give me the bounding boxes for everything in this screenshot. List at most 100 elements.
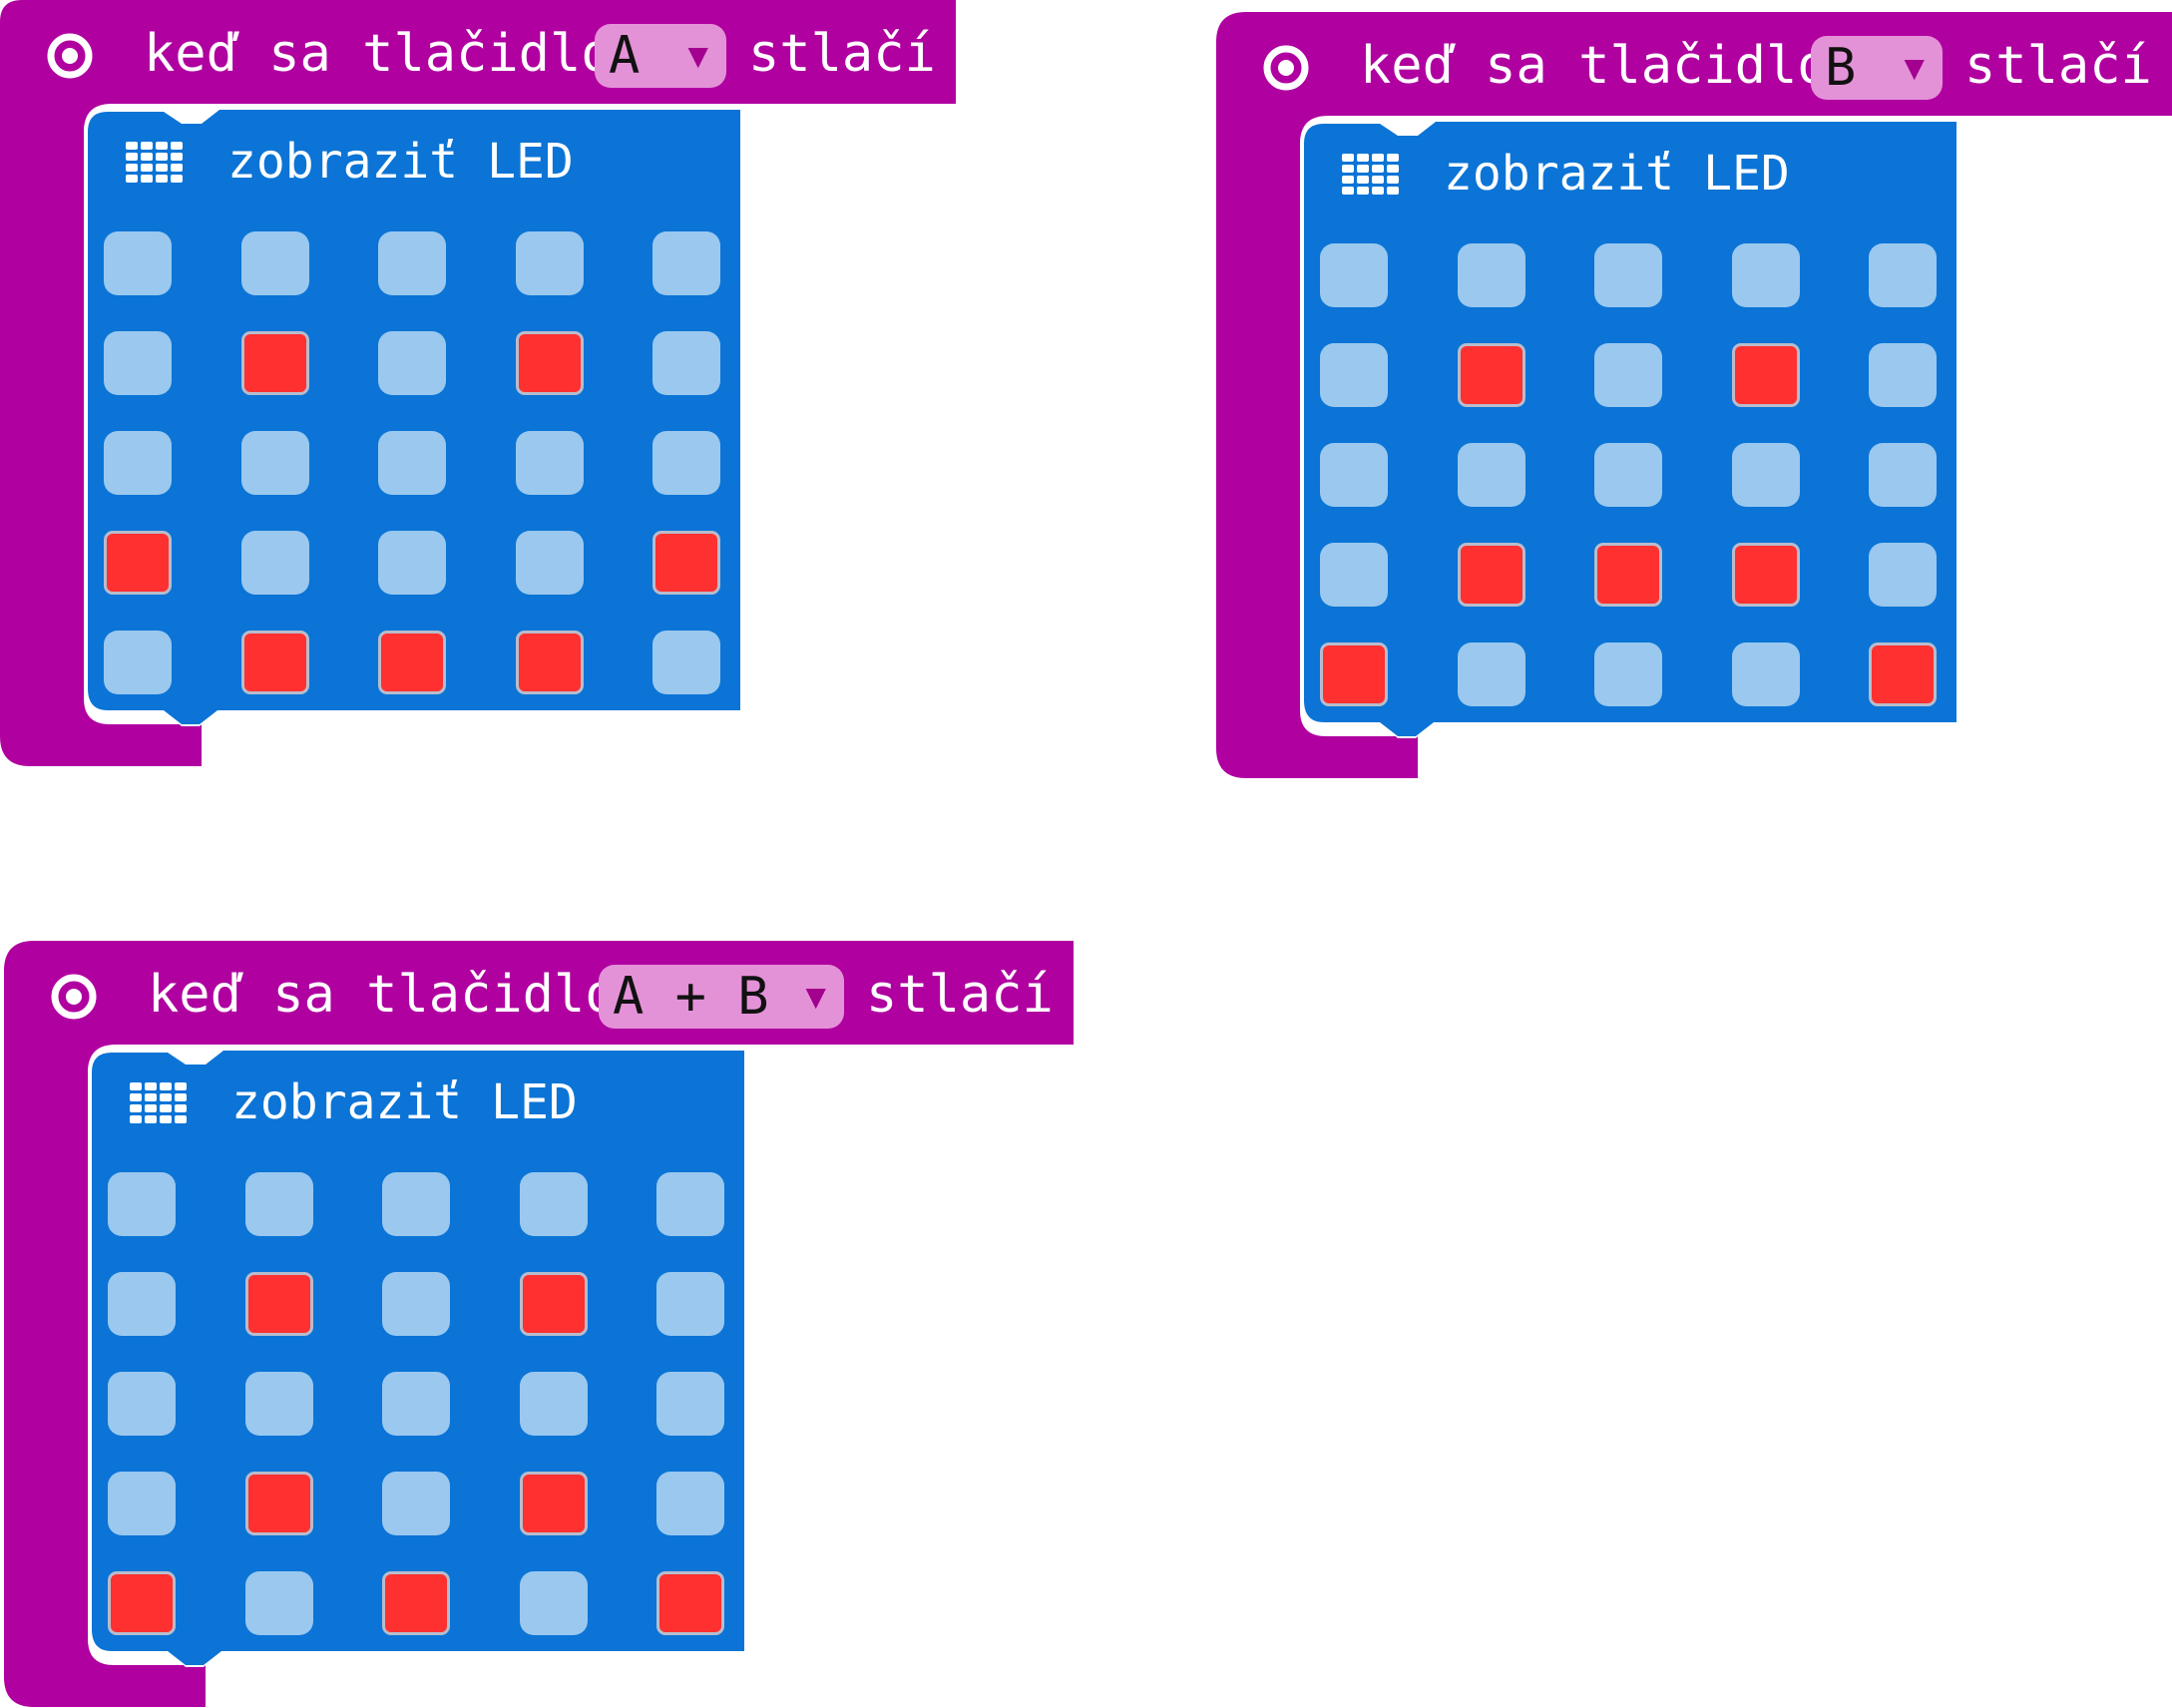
hat-label-suffix: stlačí — [748, 24, 936, 84]
led-cell[interactable] — [1594, 642, 1662, 706]
led-cell[interactable] — [104, 331, 172, 395]
led-cell[interactable] — [244, 1272, 313, 1336]
led-cell[interactable] — [652, 331, 720, 395]
led-cell[interactable] — [378, 231, 446, 295]
led-cell[interactable] — [240, 631, 309, 694]
led-cell[interactable] — [1594, 443, 1662, 507]
led-cell[interactable] — [1320, 443, 1388, 507]
led-cell[interactable] — [519, 1272, 588, 1336]
led-cell[interactable] — [1869, 642, 1937, 706]
led-cell[interactable] — [108, 1372, 176, 1436]
led-cell[interactable] — [656, 1172, 724, 1236]
led-cell[interactable] — [1457, 543, 1525, 607]
led-cell[interactable] — [519, 1172, 588, 1236]
led-cell[interactable] — [1457, 343, 1525, 407]
led-cell[interactable] — [1320, 343, 1388, 407]
led-cell[interactable] — [104, 631, 172, 694]
dropdown-arrow-icon: ▼ — [1904, 48, 1925, 88]
hat-label-prefix: keď sa tlačidlo — [144, 24, 613, 84]
led-cell[interactable] — [1869, 543, 1937, 607]
led-cell[interactable] — [1457, 243, 1525, 307]
led-cell[interactable] — [382, 1372, 450, 1436]
led-cell[interactable] — [382, 1472, 450, 1535]
led-cell[interactable] — [240, 331, 309, 395]
led-cell[interactable] — [652, 231, 720, 295]
led-cell[interactable] — [244, 1472, 313, 1535]
led-cell[interactable] — [515, 531, 584, 595]
show-leds-label: zobraziť LED — [231, 1074, 578, 1130]
button-dropdown[interactable]: A▼ — [595, 24, 726, 88]
dropdown-arrow-icon: ▼ — [687, 36, 708, 76]
led-cell[interactable] — [1869, 343, 1937, 407]
hat-label-suffix: stlačí — [866, 965, 1054, 1025]
show-leds-label: zobraziť LED — [227, 134, 574, 190]
led-cell[interactable] — [1594, 343, 1662, 407]
led-cell[interactable] — [244, 1372, 313, 1436]
led-cell[interactable] — [515, 631, 584, 694]
led-cell[interactable] — [1731, 243, 1800, 307]
led-cell[interactable] — [1594, 543, 1662, 607]
show-leds-label: zobraziť LED — [1444, 146, 1790, 202]
hat-label-prefix: keď sa tlačidlo — [1360, 36, 1829, 96]
led-cell[interactable] — [108, 1571, 176, 1635]
led-cell[interactable] — [1731, 543, 1800, 607]
led-cell[interactable] — [652, 531, 720, 595]
hat-label-suffix: stlačí — [1964, 36, 2152, 96]
led-cell[interactable] — [382, 1272, 450, 1336]
led-cell[interactable] — [652, 631, 720, 694]
led-cell[interactable] — [1869, 443, 1937, 507]
led-cell[interactable] — [515, 231, 584, 295]
led-cell[interactable] — [244, 1172, 313, 1236]
led-cell[interactable] — [519, 1372, 588, 1436]
led-cell[interactable] — [104, 231, 172, 295]
led-cell[interactable] — [1731, 443, 1800, 507]
led-grid-icon — [126, 142, 184, 186]
led-cell[interactable] — [1320, 642, 1388, 706]
hat-label-prefix: keď sa tlačidlo — [148, 965, 617, 1025]
led-cell[interactable] — [104, 531, 172, 595]
led-cell[interactable] — [656, 1272, 724, 1336]
led-cell[interactable] — [656, 1571, 724, 1635]
dropdown-arrow-icon: ▼ — [805, 977, 826, 1017]
led-cell[interactable] — [519, 1472, 588, 1535]
led-cell[interactable] — [108, 1172, 176, 1236]
button-dropdown[interactable]: A + B ▼ — [599, 965, 844, 1029]
led-cell[interactable] — [244, 1571, 313, 1635]
led-cell[interactable] — [515, 431, 584, 495]
event-target-icon — [46, 32, 94, 80]
button-dropdown-value: B — [1825, 38, 1857, 98]
led-cell[interactable] — [515, 331, 584, 395]
led-grid-icon — [130, 1082, 188, 1126]
led-cell[interactable] — [1731, 642, 1800, 706]
led-cell[interactable] — [382, 1172, 450, 1236]
led-cell[interactable] — [1594, 243, 1662, 307]
led-cell[interactable] — [1457, 642, 1525, 706]
led-cell[interactable] — [382, 1571, 450, 1635]
led-cell[interactable] — [656, 1372, 724, 1436]
led-cell[interactable] — [1731, 343, 1800, 407]
led-cell[interactable] — [104, 431, 172, 495]
led-cell[interactable] — [656, 1472, 724, 1535]
led-cell[interactable] — [240, 231, 309, 295]
led-cell[interactable] — [108, 1472, 176, 1535]
led-cell[interactable] — [1320, 243, 1388, 307]
led-cell[interactable] — [378, 331, 446, 395]
led-cell[interactable] — [240, 531, 309, 595]
button-dropdown[interactable]: B▼ — [1811, 36, 1943, 100]
led-cell[interactable] — [1320, 543, 1388, 607]
led-cell[interactable] — [1457, 443, 1525, 507]
led-cell[interactable] — [652, 431, 720, 495]
led-cell[interactable] — [378, 631, 446, 694]
button-dropdown-value: A + B — [613, 967, 769, 1027]
led-cell[interactable] — [1869, 243, 1937, 307]
led-cell[interactable] — [378, 431, 446, 495]
led-cell[interactable] — [519, 1571, 588, 1635]
button-dropdown-value: A — [609, 26, 641, 86]
event-target-icon — [50, 973, 98, 1021]
led-cell[interactable] — [240, 431, 309, 495]
event-target-icon — [1262, 44, 1310, 92]
led-cell[interactable] — [108, 1272, 176, 1336]
led-cell[interactable] — [378, 531, 446, 595]
led-grid-icon — [1342, 154, 1400, 198]
